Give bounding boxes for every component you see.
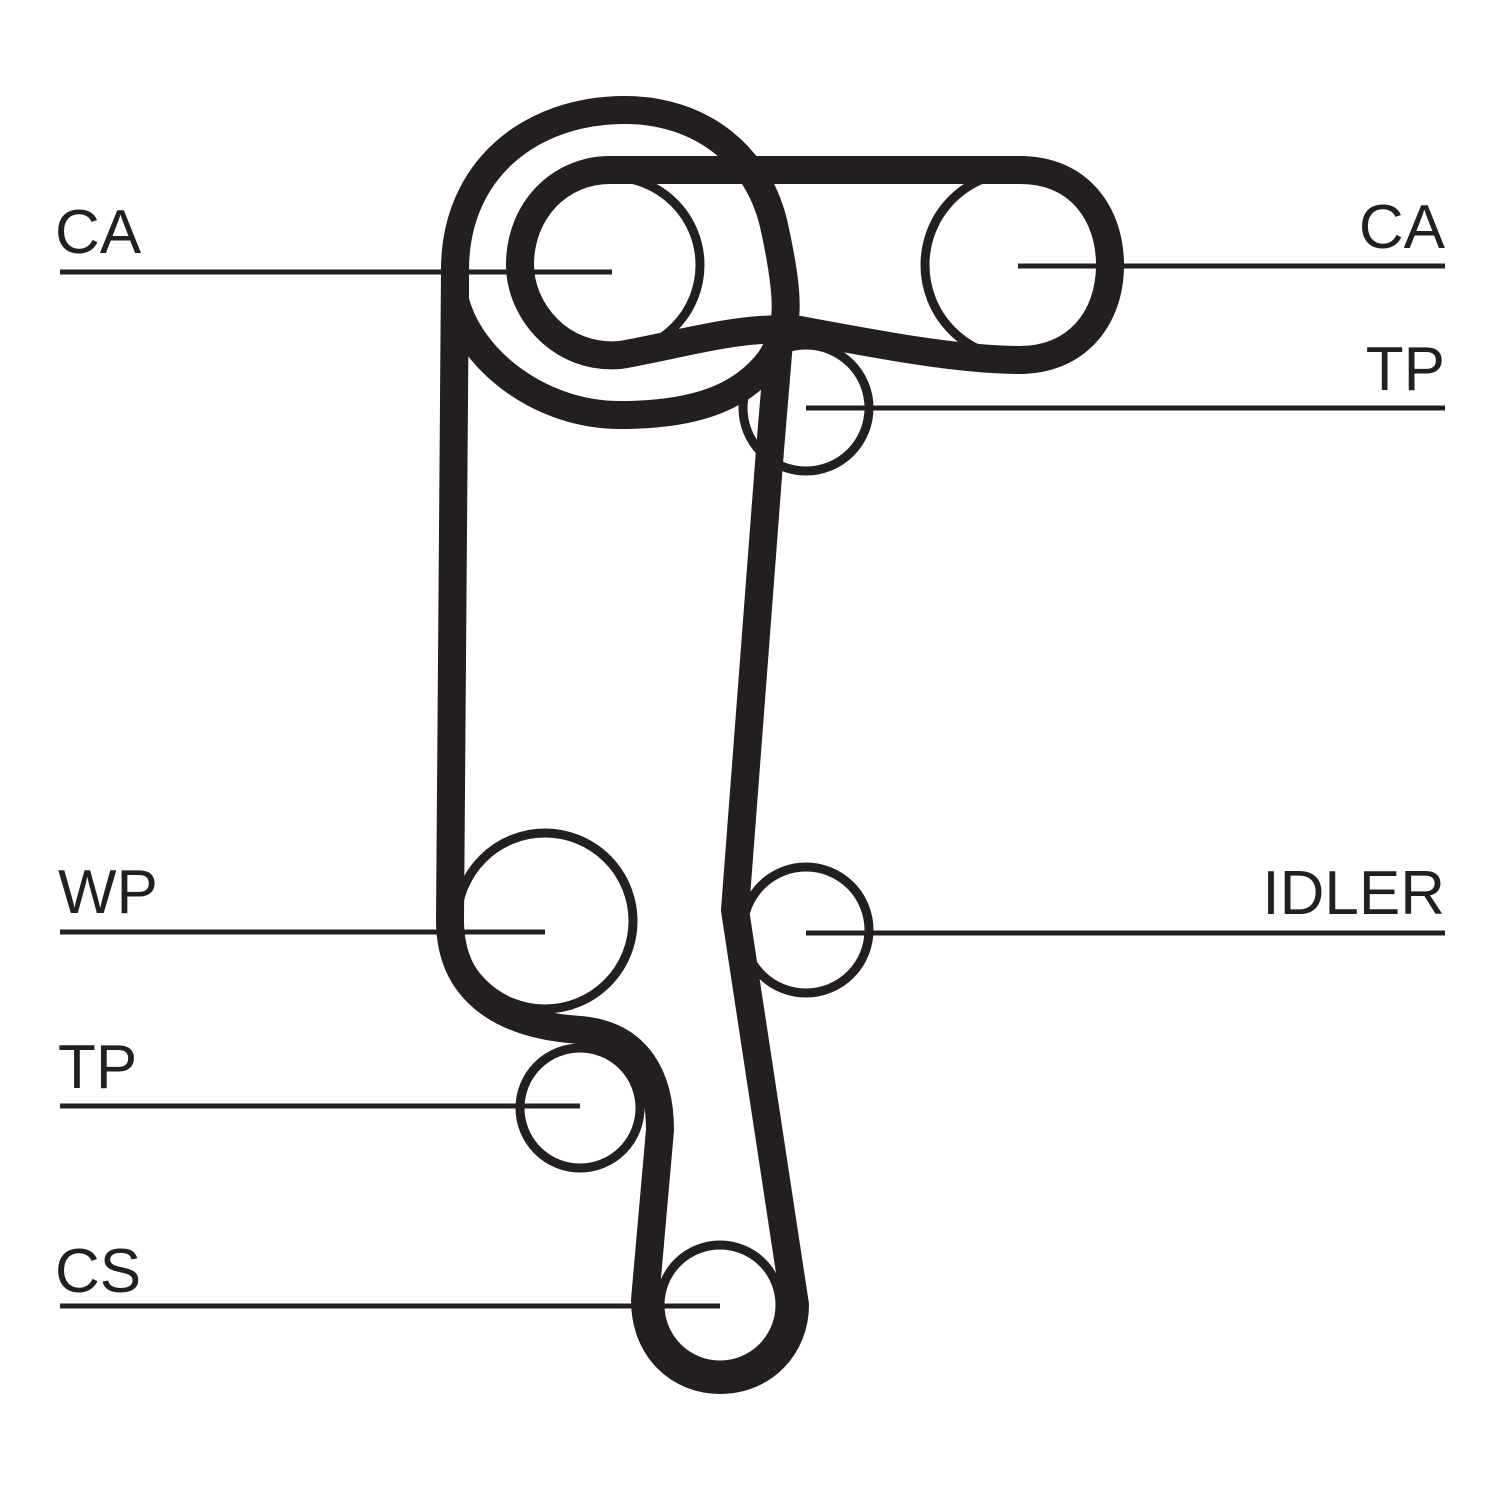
- label-tp-upper: TP: [1366, 335, 1445, 404]
- label-ca-right: CA: [1359, 193, 1446, 262]
- auxiliary-belt-loop: [441, 96, 800, 429]
- label-cs: CS: [55, 1237, 141, 1306]
- label-tp-lower: TP: [58, 1033, 137, 1102]
- label-wp: WP: [58, 858, 158, 927]
- pulley-water-pump: [452, 828, 638, 1014]
- main-timing-belt: [436, 256, 809, 1394]
- label-ca-left: CA: [55, 198, 142, 267]
- pulley-camshaft-left: [519, 172, 705, 358]
- label-idler: IDLER: [1262, 859, 1445, 928]
- pulley-idler: [738, 862, 874, 998]
